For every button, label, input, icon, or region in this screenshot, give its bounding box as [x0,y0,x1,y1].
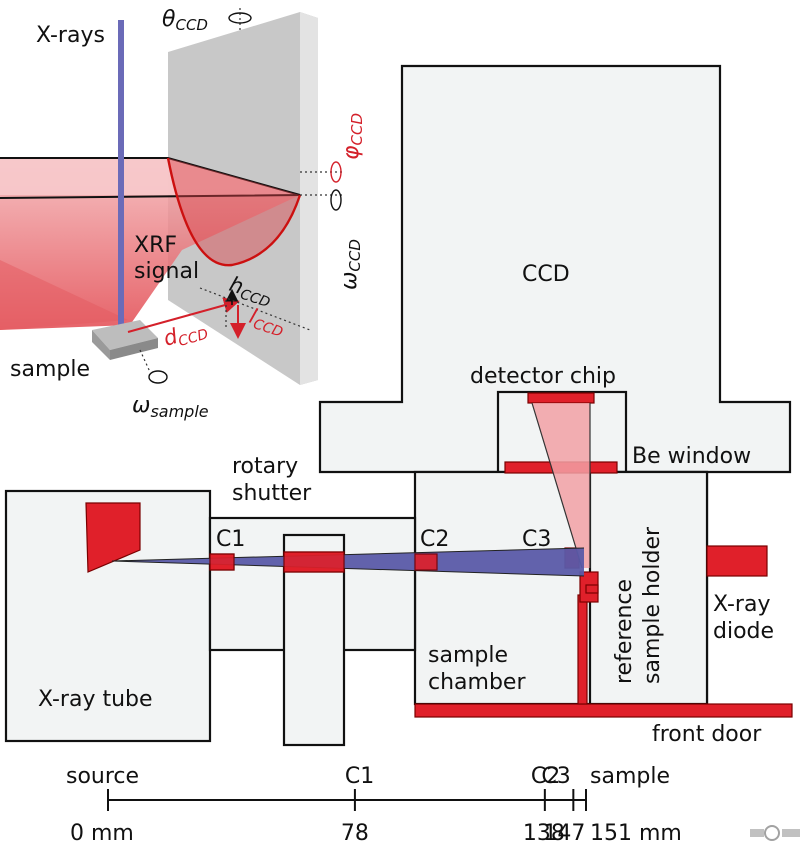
ccd-plate-edge [300,12,318,385]
shutter-overlay [283,551,345,573]
xrf-curve [166,157,302,267]
c2-overlay [414,553,438,571]
primary-beam [112,548,584,576]
c1-label: C1 [216,527,245,552]
scale-top-label-4: sample [590,764,670,789]
omega-ccd-label: ωCCD [337,239,364,290]
theta-ccd-label: θCCD [162,7,208,34]
fluorescence-cone [532,403,590,568]
scale-bottom-label-3: 147 [543,821,585,846]
sample-block-front [110,338,158,360]
rotary-shutter-label-1: rotary [232,454,298,479]
c2-label: C2 [420,527,449,552]
omega-sample-label: ωsample [132,393,209,421]
reference-label-1: reference [612,579,637,684]
front-door [414,703,793,718]
detector-chip [527,392,595,404]
setup-drawing: CCD detector chip Be window rotary shutt… [4,64,793,747]
sample-label: sample [10,357,90,382]
omega-ccd-rotation-icon [330,189,342,211]
phi-rotation-icon [330,161,342,183]
front-door-label: front door [652,722,762,747]
reference-label-2: sample holder [640,526,665,684]
xray-anode [85,502,141,573]
scale-top-label-0: source [66,764,139,789]
xray-diode [706,545,768,577]
be-window-label: Be window [632,444,751,469]
ccd-housing [318,64,792,474]
ccd-label: CCD [522,262,570,287]
xrf-cone-lower [0,260,128,330]
rotary-shutter-label-2: shutter [232,481,312,506]
d-ccd-arrow [127,297,240,333]
scale-top-label-3: C3 [541,764,570,789]
scale-top-label-1: C1 [345,764,374,789]
watermark-logo [750,825,800,841]
scale-bottom-label-4: 151 mm [590,821,682,846]
theta-rotation-icon [228,12,252,24]
scale-bottom-label-0: 0 mm [70,821,134,846]
sample-block-side [92,330,110,360]
xrf-label-2: signal [134,259,199,284]
dashed-axis-6 [139,349,151,373]
distance-scale: source 0 mm C1 78 C2 138 C3 147 sample 151 mm [66,764,682,846]
xray-tube-label: X-ray tube [38,687,153,712]
omega-sample-rotation-icon [148,370,168,384]
phi-ccd-label: φCCD [339,113,366,160]
inset-sketch: X-rays θCCD φCCD ωCCD XRF signal hCCD dC… [0,7,366,421]
xray-diode-label-2: diode [713,619,774,644]
xrf-cone [0,158,300,330]
xrf-label-1: XRF [134,233,177,258]
xrays-label: X-rays [36,23,105,48]
sample-mount-2 [585,584,599,594]
detector-chip-label: detector chip [470,364,616,389]
scale-bottom-label-1: 78 [341,821,369,846]
sample-chamber-label-1: sample [428,643,508,668]
c1-overlay [209,553,235,571]
xray-diode-label-1: X-ray [713,592,770,617]
sample-post [577,594,588,705]
scale-top-label-2: C2 [531,764,560,789]
scale-bottom-label-2: 138 [523,821,565,846]
sample-chamber-label-2: chamber [428,670,526,695]
c3-label: C3 [522,527,551,552]
xray-beam [118,20,124,332]
xrf-cone-upper [0,158,300,195]
